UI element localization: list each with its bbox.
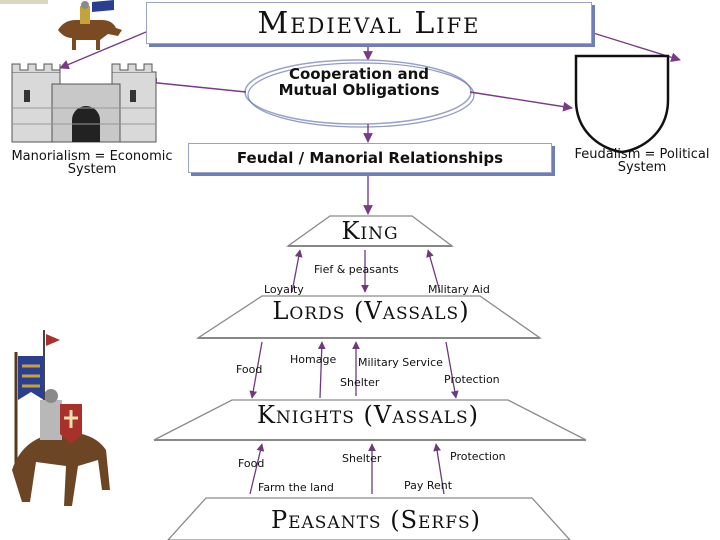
king-label: King xyxy=(341,217,399,245)
flow-food-lords: Food xyxy=(236,363,263,376)
title-box: Medieval Life xyxy=(146,2,592,44)
knights-label: Knights (Vassals) xyxy=(256,401,480,429)
flow-homage: Homage xyxy=(290,353,337,366)
cooperation-label: Cooperation and Mutual Obligations xyxy=(278,65,440,99)
flow-protection-knights: Protection xyxy=(450,450,506,463)
flow-loyalty: Loyalty xyxy=(264,283,304,296)
corner-decoration xyxy=(0,0,48,4)
arrow-ellipse-to-castle xyxy=(147,78,247,93)
flow-shelter-lords: Shelter xyxy=(340,376,380,389)
manorialism-label: Manorialism = Economic System xyxy=(11,149,173,177)
flow-military-service: Military Service xyxy=(358,356,443,369)
relationships-box: Feudal / Manorial Relationships xyxy=(188,143,552,173)
castle-icon xyxy=(11,63,157,143)
knight-with-banner-icon xyxy=(12,330,110,506)
shield-icon xyxy=(574,54,670,154)
flow-fief-peasants: Fief & peasants xyxy=(314,263,399,276)
flow-pay-rent: Pay Rent xyxy=(404,479,453,492)
peasants-label: Peasants (Serfs) xyxy=(270,506,482,534)
arrow-title-to-left xyxy=(59,31,147,70)
page-title: Medieval Life xyxy=(257,5,481,41)
peasants-tier-shape xyxy=(167,497,571,540)
flow-food-knights: Food xyxy=(238,457,265,470)
flow-farm-the-land: Farm the land xyxy=(258,481,334,494)
flow-protection-lords: Protection xyxy=(444,373,500,386)
flow-military-aid: Military Aid xyxy=(428,283,490,296)
mounted-knight-icon xyxy=(58,0,122,50)
feudalism-label: Feudalism = Political System xyxy=(574,147,710,175)
flow-shelter-knights: Shelter xyxy=(342,452,382,465)
arrow-ellipse-to-shield xyxy=(469,91,573,112)
lords-label: Lords (Vassals) xyxy=(272,297,470,325)
relationships-label: Feudal / Manorial Relationships xyxy=(236,148,504,167)
